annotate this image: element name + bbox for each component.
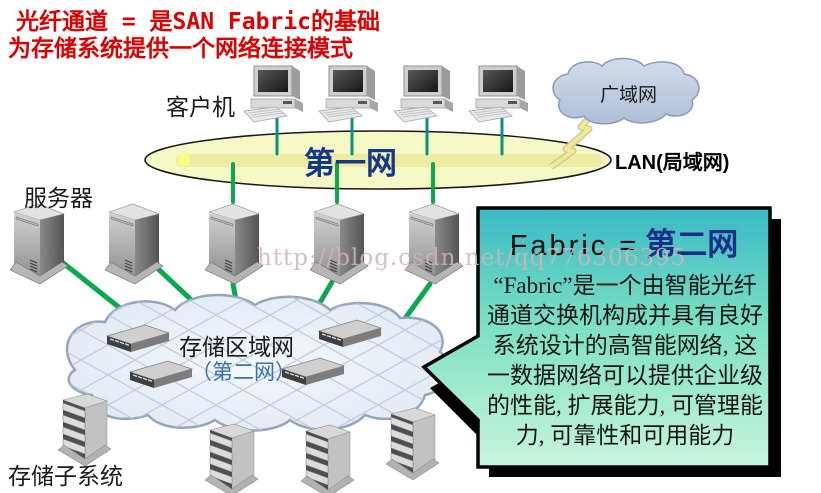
slide-title-line2: 为存储系统提供一个网络连接模式 (8, 36, 353, 62)
fabric-box-body-text: “Fabric”是一个由智能光纤 通道交换机构成并具有良好 系统设计的高智能网络… (487, 271, 763, 451)
first-network-label: 第一网 (304, 146, 397, 181)
client-pc-icon (468, 65, 529, 123)
lan-server-links (231, 162, 435, 204)
fabric-box-title: Fabric =第二网 (488, 219, 760, 264)
fabric-body-line: 的性能, 扩展能力, 可管理能 (487, 393, 763, 418)
server-icon (9, 203, 69, 285)
storage-label: 存储子系统 (8, 464, 123, 489)
servers-label: 服务器 (24, 186, 93, 211)
fabric-body-line: 通道交换机构成并具有良好 (487, 303, 763, 328)
fabric-box-body (421, 206, 772, 469)
fabric-box (421, 206, 781, 477)
server-icon (309, 203, 369, 285)
clients-label: 客户机 (166, 95, 235, 120)
lan-bus-endpoint (178, 154, 190, 166)
storage-array-icon (57, 393, 112, 467)
server-icon (204, 203, 264, 285)
storage-array-icon (204, 423, 259, 493)
server-icon (404, 203, 464, 285)
fabric-body-line: “Fabric”是一个由智能光纤 (493, 273, 757, 298)
slide-title-line1: 光纤通道 = 是SAN Fabric的基础 (16, 9, 381, 35)
storage-array-icon (300, 424, 355, 493)
watermark-text: http://blog.csdn.net/qq776306395 (257, 245, 687, 271)
server-icon (104, 203, 164, 285)
wan-cloud (552, 57, 700, 125)
client-lan-links (275, 114, 504, 156)
fabric-body-line: 一数据网络可以提供企业级 (487, 363, 763, 388)
fabric-body-line: 系统设计的高智能网络, 这 (492, 333, 758, 358)
lan-label: LAN(局域网) (615, 152, 730, 174)
lan-bus-bar (176, 154, 602, 167)
storage-array-icon (385, 407, 440, 481)
client-pc-icon (393, 65, 454, 123)
client-pc-icon (318, 65, 379, 123)
wan-label: 广域网 (600, 85, 658, 106)
fabric-box-title-cn: 第二网 (645, 227, 739, 262)
lightning-bolt-icon (548, 101, 604, 170)
san-name-label: 存储区域网 (179, 335, 294, 360)
fabric-box-title-en: Fabric = (509, 230, 640, 262)
client-pc-icon (243, 65, 304, 123)
fabric-body-line: 力, 可靠性和可用能力 (515, 423, 735, 448)
san-sub-label: （第二网） (191, 360, 296, 384)
